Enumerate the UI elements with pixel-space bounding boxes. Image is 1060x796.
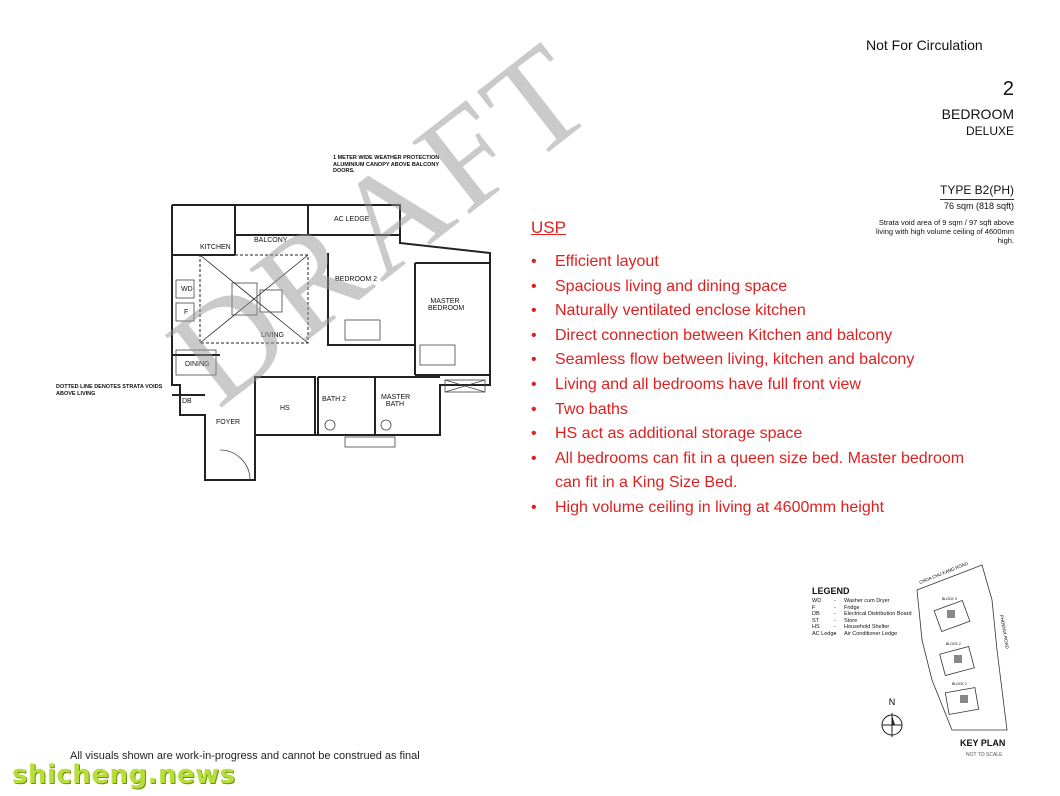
usp-item: Efficient layout xyxy=(531,250,971,275)
unit-type: TYPE B2(PH) xyxy=(939,183,1014,200)
legend-row: ST-Store xyxy=(812,617,858,624)
legend-code: F xyxy=(812,604,816,611)
strata-note: Strata void area of 9 sqm / 97 sqft abov… xyxy=(876,218,1014,245)
legend-desc: Fridge xyxy=(844,604,860,611)
strata-void-note: DOTTED LINE DENOTES STRATA VOIDS ABOVE L… xyxy=(56,384,163,397)
legend: LEGEND WD-Washer cum Dryer F-Fridge DB-E… xyxy=(812,586,912,638)
room-balcony: BALCONY xyxy=(254,237,288,244)
north-label: N xyxy=(889,697,896,707)
key-plan-scale: NOT TO SCALE xyxy=(966,752,1003,758)
usp-list: Efficient layout Spacious living and din… xyxy=(531,250,971,521)
legend-row: HS-Household Shelter xyxy=(812,624,890,631)
usp-item: High volume ceiling in living at 4600mm … xyxy=(531,496,971,521)
deluxe-label: DELUXE xyxy=(965,124,1014,138)
disclaimer: All visuals shown are work-in-progress a… xyxy=(70,750,420,762)
usp-item: Naturally ventilated enclose kitchen xyxy=(531,299,971,324)
legend-row: DB-Electrical Distribution Board xyxy=(812,611,912,618)
key-unit-marker xyxy=(947,610,955,618)
room-bedroom-2: BEDROOM 2 xyxy=(335,276,378,283)
room-kitchen: KITCHEN xyxy=(200,244,231,251)
usp-item: Seamless flow between living, kitchen an… xyxy=(531,348,971,373)
legend-title: LEGEND xyxy=(812,586,850,596)
usp-title: USP xyxy=(531,218,566,237)
north-arrow-icon: N xyxy=(881,697,903,737)
bedroom-count: 2 xyxy=(1002,78,1014,100)
room-dining: DINING xyxy=(185,361,210,368)
legend-code: WD xyxy=(812,598,822,604)
room-db: DB xyxy=(182,398,192,405)
key-unit-marker xyxy=(954,655,962,663)
key-block-3: BLOCK 3 xyxy=(942,597,957,601)
legend-row: F-Fridge xyxy=(812,604,860,611)
usp-item: All bedrooms can fit in a queen size bed… xyxy=(531,447,971,496)
usp-item: HS act as additional storage space xyxy=(531,422,971,447)
legend-code: ST xyxy=(812,617,820,624)
room-master-bath: MASTER BATH xyxy=(381,394,411,408)
key-plan-map: CHOA CHU KANG ROAD PHOENIX ROAD BLOCK 3 … xyxy=(916,561,1010,731)
room-wd: WD xyxy=(181,286,193,293)
usp-item: Living and all bedrooms have full front … xyxy=(531,373,971,398)
not-for-circulation: Not For Circulation xyxy=(866,37,983,53)
room-hs: HS xyxy=(280,405,290,412)
usp-item: Direct connection between Kitchen and ba… xyxy=(531,324,971,349)
legend-row: AC Ledge-Air Conditioner Ledge xyxy=(812,630,898,637)
key-plan-title: KEY PLAN xyxy=(960,738,1006,748)
legend-desc: Washer cum Dryer xyxy=(844,598,890,604)
legend-desc: Electrical Distribution Board xyxy=(844,611,912,618)
room-fridge: F xyxy=(184,309,189,316)
room-bath-2: BATH 2 xyxy=(322,396,346,403)
room-living: LIVING xyxy=(261,332,284,339)
bedroom-label: BEDROOM xyxy=(941,106,1014,122)
site-watermark: shicheng.news xyxy=(12,760,236,790)
legend-row: WD-Washer cum Dryer xyxy=(812,598,890,604)
legend-desc: Store xyxy=(844,617,858,624)
unit-area: 76 sqm (818 sqft) xyxy=(943,201,1014,211)
canopy-callout: 1 METER WIDE WEATHER PROTECTION ALUMINIU… xyxy=(333,155,440,174)
key-unit-marker xyxy=(960,695,968,703)
room-master-bedroom: MASTER BEDROOM xyxy=(428,298,465,312)
legend-code: DB xyxy=(812,611,820,618)
key-block-2: BLOCK 2 xyxy=(946,642,961,646)
room-foyer: FOYER xyxy=(216,419,241,426)
key-block-1: BLOCK 1 xyxy=(952,682,967,686)
room-ac-ledge: AC LEDGE xyxy=(334,216,370,223)
key-road-2: PHOENIX ROAD xyxy=(999,614,1010,650)
floor-plan xyxy=(171,204,491,481)
usp-item: Spacious living and dining space xyxy=(531,275,971,300)
legend-code: AC Ledge xyxy=(812,630,837,637)
legend-code: HS xyxy=(812,624,820,631)
legend-desc: Household Shelter xyxy=(844,624,890,631)
usp-item: Two baths xyxy=(531,398,971,423)
legend-desc: Air Conditioner Ledge xyxy=(844,630,898,637)
